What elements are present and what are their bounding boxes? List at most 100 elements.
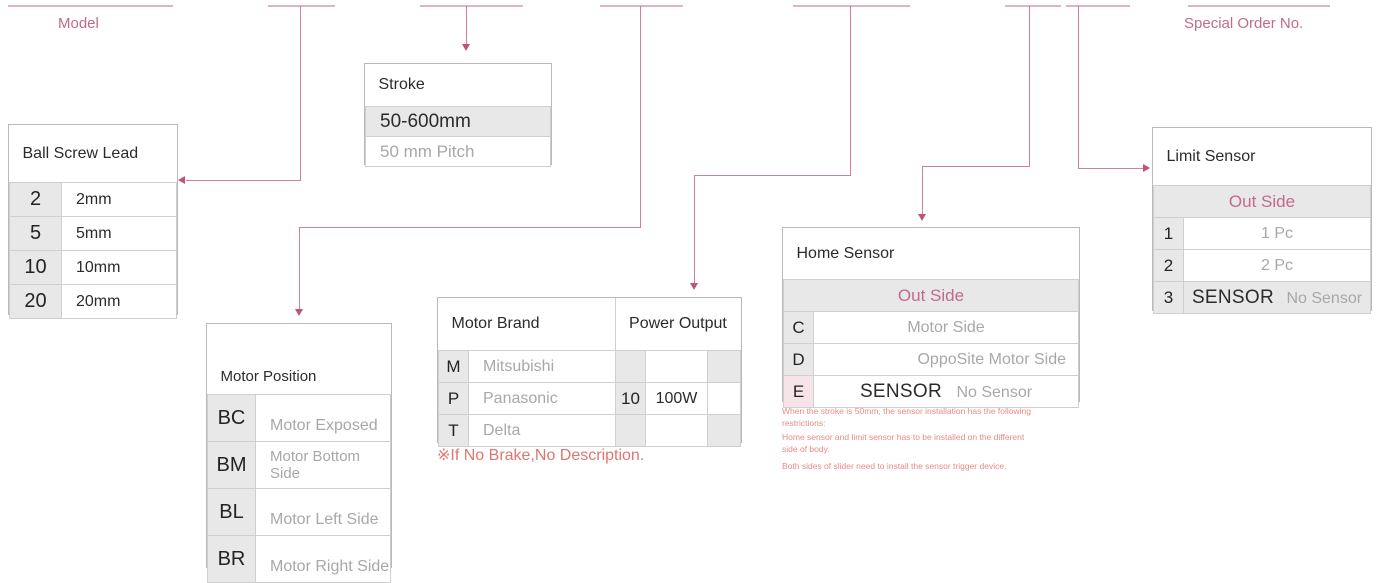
ball-screw-value: 10mm <box>61 250 177 285</box>
table-row[interactable]: BL Motor Left Side <box>207 488 391 536</box>
table-row[interactable]: 10 10mm <box>9 250 177 285</box>
connector-motor-brand-v <box>694 175 695 285</box>
power-output-value: 100W <box>645 382 709 415</box>
home-sensor-title: Home Sensor <box>796 244 895 262</box>
power-output-value <box>645 414 709 447</box>
table-row[interactable]: D OppoSite Motor Side <box>783 343 1079 376</box>
top-bar-4 <box>600 5 683 7</box>
home-sensor-code: C <box>783 311 814 344</box>
motor-brand-code: P <box>438 382 469 415</box>
home-sensor-sensor-label: SENSOR <box>859 380 942 402</box>
power-output-code: 10 <box>615 382 647 415</box>
home-sensor-value-pair: SENSOR No Sensor <box>813 375 1079 408</box>
table-home-sensor: Home Sensor Out Side C Motor Side D Oppo… <box>782 227 1080 408</box>
motor-position-title: Motor Position <box>220 368 317 385</box>
motor-position-code: BR <box>207 535 256 583</box>
connector-limit-sensor-h <box>1078 168 1144 169</box>
table-row[interactable]: P Panasonic 10 100W <box>438 382 741 415</box>
table-header-row: Motor Brand Power Output <box>438 298 741 351</box>
arrow-to-motor-brand <box>690 283 698 290</box>
motor-brand-title: Motor Brand <box>438 298 617 351</box>
motor-position-code: BM <box>207 441 256 489</box>
table-row[interactable]: 1 1 Pc <box>1153 217 1371 250</box>
table-header-row: Ball Screw Lead <box>10 125 177 183</box>
table-row[interactable]: BR Motor Right Side <box>207 535 391 583</box>
motor-brand-code: T <box>438 414 469 447</box>
table-row[interactable]: 20 20mm <box>9 284 177 319</box>
top-drop-4 <box>640 6 641 227</box>
table-row[interactable]: BC Motor Exposed <box>207 394 391 442</box>
table-subheader-row: Out Side <box>783 279 1079 312</box>
table-motor-position: Motor Position BC Motor Exposed BM Motor… <box>206 323 392 583</box>
label-special-order-no: Special Order No. <box>1184 15 1304 32</box>
arrow-to-motor-position <box>295 309 303 316</box>
limit-sensor-code: 1 <box>1153 217 1184 250</box>
fineprint-line: Home sensor and limit sensor has to be i… <box>782 432 1025 454</box>
table-motor-brand: Motor Brand Power Output M Mitsubishi P … <box>437 297 742 447</box>
motor-brand-value: Panasonic <box>467 382 617 415</box>
power-output-code <box>615 350 647 383</box>
stroke-title: Stroke <box>378 76 425 93</box>
ball-screw-lead-title: Ball Screw Lead <box>22 144 139 162</box>
ball-screw-value: 5mm <box>61 216 177 251</box>
table-row[interactable]: 2 2mm <box>9 182 177 217</box>
top-bar-5 <box>793 5 910 7</box>
ball-screw-code: 2 <box>9 182 62 217</box>
label-model: Model <box>58 15 99 32</box>
limit-sensor-code: 2 <box>1153 249 1184 282</box>
top-drop-5 <box>850 6 851 176</box>
table-row[interactable]: 3 SENSOR No Sensor <box>1153 281 1371 314</box>
ball-screw-code: 20 <box>9 284 62 319</box>
power-output-value <box>645 350 709 383</box>
limit-sensor-value: 1 Pc <box>1183 217 1371 250</box>
table-stroke: Stroke 50-600mm 50 mm Pitch <box>364 63 552 167</box>
connector-ball-screw-h <box>186 180 301 181</box>
home-sensor-fineprint: When the stroke is 50mm, the sensor inst… <box>782 406 1042 476</box>
table-limit-sensor: Limit Sensor Out Side 1 1 Pc 2 2 Pc 3 SE… <box>1152 127 1372 314</box>
home-sensor-code: D <box>783 343 814 376</box>
table-row[interactable]: T Delta <box>438 414 741 447</box>
table-row[interactable]: C Motor Side <box>783 311 1079 344</box>
limit-sensor-value-pair: SENSOR No Sensor <box>1183 281 1371 314</box>
motor-position-value: Motor Bottom Side <box>255 441 391 489</box>
connector-motor-position-v <box>299 227 300 311</box>
power-output-extra <box>707 382 741 415</box>
table-row[interactable]: 5 5mm <box>9 216 177 251</box>
arrow-to-ball-screw-lead <box>178 176 185 184</box>
ball-screw-value: 20mm <box>61 284 177 319</box>
connector-home-sensor-v <box>922 166 923 216</box>
connector-motor-brand-h <box>694 175 851 176</box>
home-sensor-no-sensor-label: No Sensor <box>956 383 1033 401</box>
motor-brand-value: Mitsubishi <box>467 350 617 383</box>
table-row[interactable]: BM Motor Bottom Side <box>207 441 391 489</box>
top-drop-7 <box>1078 6 1079 169</box>
ball-screw-code: 5 <box>9 216 62 251</box>
table-header-row: Motor Position <box>208 324 391 395</box>
table-row[interactable]: E SENSOR No Sensor <box>783 375 1079 408</box>
table-row[interactable]: 2 2 Pc <box>1153 249 1371 282</box>
power-output-extra <box>707 414 741 447</box>
table-row[interactable]: M Mitsubishi <box>438 350 741 383</box>
ball-screw-value: 2mm <box>61 182 177 217</box>
top-drop-3 <box>466 6 467 46</box>
table-row[interactable]: 50-600mm <box>365 106 551 137</box>
motor-position-value: Motor Left Side <box>255 488 391 536</box>
power-output-extra <box>707 350 741 383</box>
motor-brand-code: M <box>438 350 469 383</box>
top-bar-6 <box>1005 5 1061 7</box>
home-sensor-value: Motor Side <box>813 311 1079 344</box>
top-bar-3 <box>420 5 523 7</box>
arrow-to-stroke <box>462 44 470 51</box>
table-row[interactable]: 50 mm Pitch <box>365 136 551 167</box>
no-brake-note: ※If No Brake,No Description. <box>437 447 645 464</box>
ball-screw-code: 10 <box>9 250 62 285</box>
power-output-code <box>615 414 647 447</box>
limit-sensor-code: 3 <box>1153 281 1184 314</box>
home-sensor-value: OppoSite Motor Side <box>813 343 1079 376</box>
stroke-range: 50-600mm <box>365 106 551 137</box>
limit-sensor-no-sensor-label: No Sensor <box>1286 289 1363 307</box>
motor-position-code: BL <box>207 488 256 536</box>
top-bar-7 <box>1066 5 1130 7</box>
motor-brand-value: Delta <box>467 414 617 447</box>
connector-home-sensor-h <box>922 166 1030 167</box>
